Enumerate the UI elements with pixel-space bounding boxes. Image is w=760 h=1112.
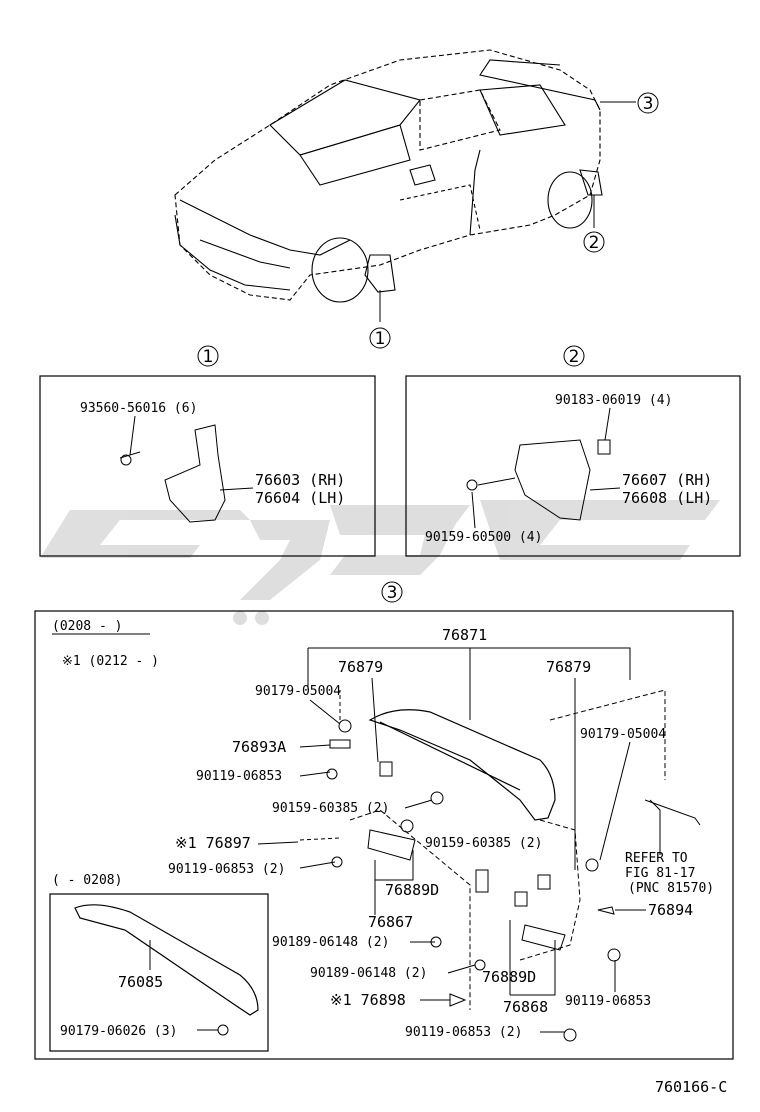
callout-3-panel: 3 <box>381 581 403 603</box>
spoiler-part <box>368 709 556 821</box>
label-76608: 76608 (LH) <box>622 489 712 507</box>
label-90189-06148-b: 90189-06148 (2) <box>310 966 427 981</box>
old-spoiler-part <box>74 904 259 1016</box>
label-76085: 76085 <box>118 973 163 991</box>
label-90159-60500: 90159-60500 (4) <box>425 530 542 545</box>
callout-2-panel: 2 <box>563 345 585 367</box>
label-refer-pnc: (PNC 81570) <box>628 881 714 896</box>
label-refer-fig: FIG 81-17 <box>625 866 695 881</box>
label-refer-to: REFER TO <box>625 851 688 866</box>
label-90179-05004-right: 90179-05004 <box>580 727 666 742</box>
label-90189-06148-a: 90189-06148 (2) <box>272 935 389 950</box>
car-outline <box>174 49 603 303</box>
label-90179-05004-left: 90179-05004 <box>255 684 341 699</box>
label-93560-56016: 93560-56016 (6) <box>80 401 197 416</box>
label-90179-06026: 90179-06026 (3) <box>60 1024 177 1039</box>
label-76893A: 76893A <box>232 738 286 756</box>
panel-inset-old-spoiler <box>49 893 269 1052</box>
callout-1-top: 1 <box>369 327 391 349</box>
rear-mudguard-part <box>466 439 611 521</box>
diagram-code: 760166-C <box>655 1078 727 1096</box>
callout-3-top: 3 <box>637 92 659 114</box>
label-90159-60385-b: 90159-60385 (2) <box>425 836 542 851</box>
svg-text:3: 3 <box>387 583 398 603</box>
date-range-new: (0208 - ) <box>52 619 122 634</box>
label-76898: ※1 76898 <box>330 991 406 1009</box>
svg-text:1: 1 <box>203 347 214 367</box>
label-90119-06853-a: 90119-06853 <box>196 769 282 784</box>
front-mudguard-part <box>119 424 226 523</box>
panel-rear-mudguard <box>405 375 741 557</box>
label-76603: 76603 (RH) <box>255 471 345 489</box>
label-76879-left: 76879 <box>338 658 383 676</box>
label-76897: ※1 76897 <box>175 834 251 852</box>
svg-text:2: 2 <box>589 233 600 253</box>
panel-rear-spoiler <box>34 610 734 1060</box>
label-76867: 76867 <box>368 913 413 931</box>
watermark-logo <box>40 500 720 625</box>
callout-1-panel: 1 <box>197 345 219 367</box>
label-90119-06853-c: 90119-06853 <box>565 994 651 1009</box>
label-90119-06853-d: 90119-06853 (2) <box>405 1025 522 1040</box>
label-76889D-right: 76889D <box>482 968 536 986</box>
label-76889D-left: 76889D <box>385 881 439 899</box>
inset-date-range: ( - 0208) <box>52 873 122 888</box>
label-76604: 76604 (LH) <box>255 489 345 507</box>
svg-text:3: 3 <box>643 94 654 114</box>
label-76871: 76871 <box>442 626 487 644</box>
spoiler-hardware <box>299 689 701 1042</box>
label-76894: 76894 <box>648 901 693 919</box>
svg-text:2: 2 <box>569 347 580 367</box>
svg-text:1: 1 <box>375 329 386 349</box>
callout-2-top: 2 <box>583 231 605 253</box>
label-76868: 76868 <box>503 998 548 1016</box>
label-90159-60385-a: 90159-60385 (2) <box>272 801 389 816</box>
label-76607: 76607 (RH) <box>622 471 712 489</box>
label-76879-right: 76879 <box>546 658 591 676</box>
label-90183-06019: 90183-06019 (4) <box>555 393 672 408</box>
label-90119-06853-b: 90119-06853 (2) <box>168 862 285 877</box>
panel-front-mudguard <box>39 375 376 557</box>
note-1: ※1 (0212 - ) <box>62 654 159 669</box>
